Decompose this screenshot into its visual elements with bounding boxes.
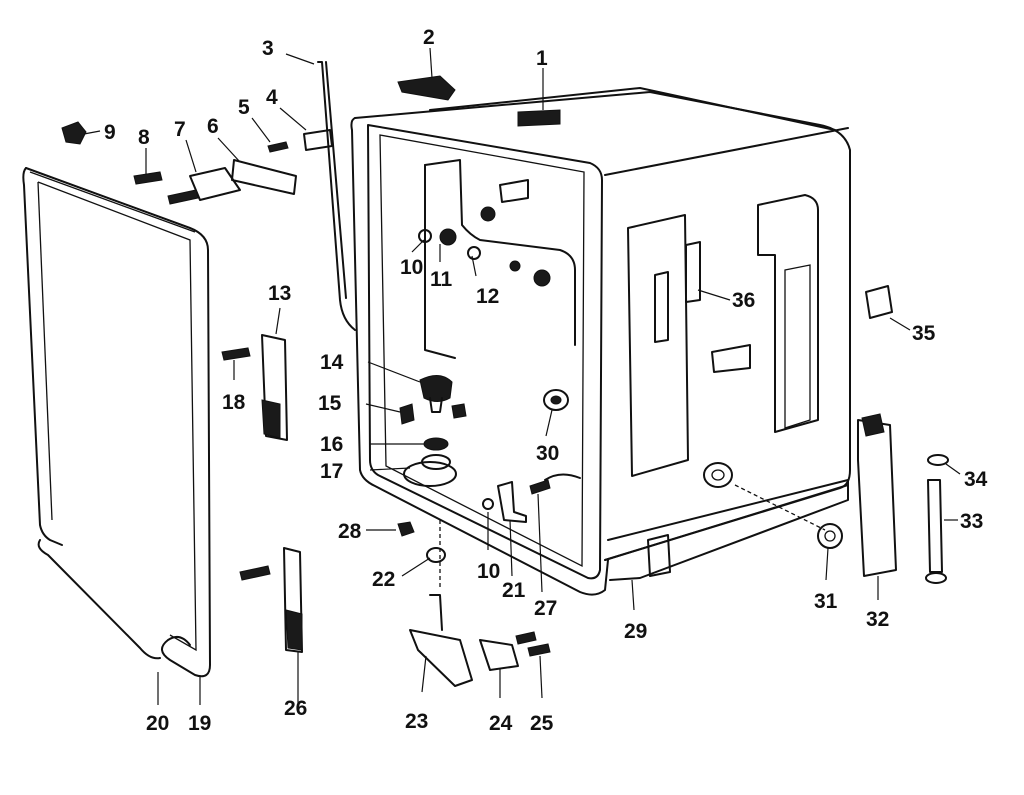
tub-assembly [350,87,851,596]
callout-27: 27 [534,597,557,620]
hinge-hardware [61,61,551,687]
callout-10-lower: 10 [477,560,500,583]
callout-24: 24 [489,712,513,735]
callout-23: 23 [405,710,428,733]
callout-1: 1 [536,47,548,70]
right-side-parts [439,285,949,590]
door-seal-frame [22,167,211,678]
callout-30: 30 [536,442,559,465]
callout-17: 17 [320,460,343,483]
callout-22: 22 [372,568,395,591]
callout-16: 16 [320,433,343,456]
callout-12: 12 [476,285,499,308]
callout-20: 20 [146,712,169,735]
callout-11: 11 [430,268,453,291]
callout-9: 9 [104,121,116,144]
callout-5: 5 [238,96,250,119]
callout-labels: 1 2 3 4 5 6 7 8 9 10 11 12 13 14 15 16 1… [104,26,988,735]
leader-lines [83,47,961,705]
callout-21: 21 [502,579,526,602]
callout-13: 13 [268,282,291,305]
callout-3: 3 [262,37,274,60]
callout-26: 26 [284,697,307,720]
callout-36: 36 [732,289,755,312]
callout-15: 15 [318,392,342,415]
callout-31: 31 [814,590,838,613]
callout-7: 7 [174,118,186,141]
callout-33: 33 [960,510,983,533]
callout-28: 28 [338,520,362,543]
callout-10-upper: 10 [400,256,423,279]
callout-29: 29 [624,620,647,643]
callout-32: 32 [866,608,889,631]
callout-6: 6 [207,115,219,138]
callout-8: 8 [138,126,150,149]
callout-34: 34 [964,468,988,491]
callout-18: 18 [222,391,246,414]
callout-14: 14 [320,351,344,374]
callout-25: 25 [530,712,554,735]
callout-2: 2 [423,26,435,49]
callout-35: 35 [912,322,936,345]
callout-19: 19 [188,712,211,735]
callout-4: 4 [266,86,278,109]
